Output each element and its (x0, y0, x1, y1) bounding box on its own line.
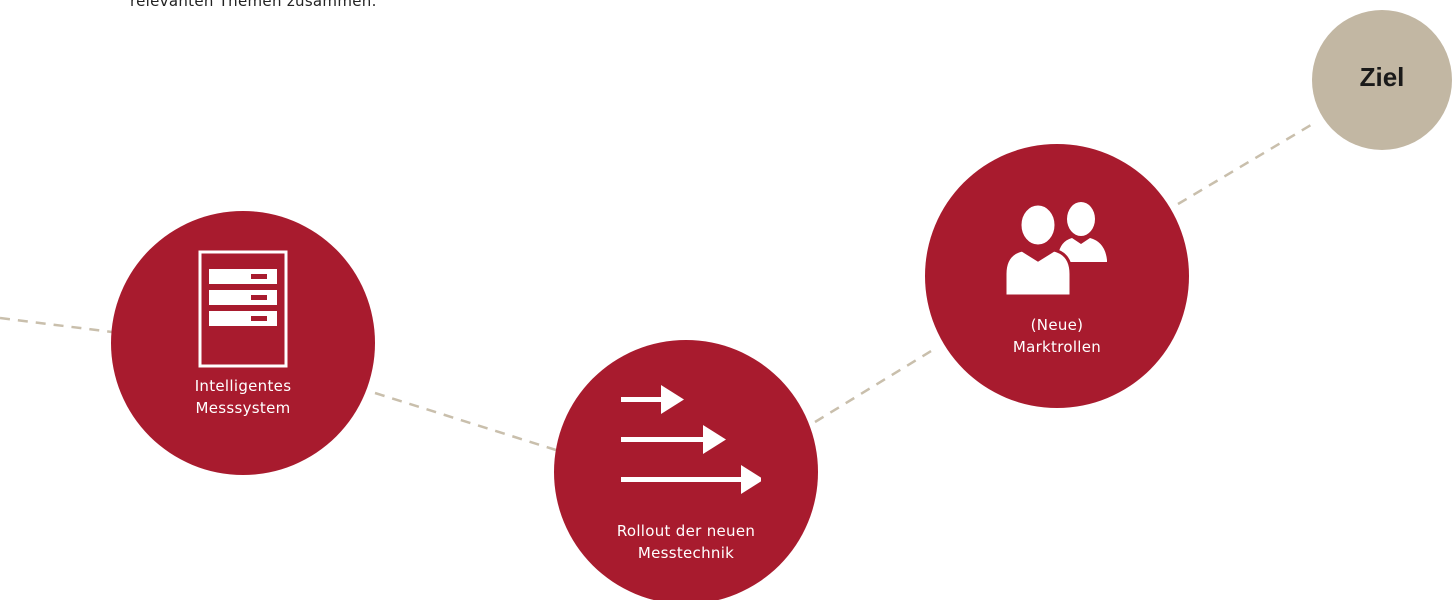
step-label-line2: Marktrollen (1012, 338, 1102, 356)
connector-1-2 (374, 391, 557, 452)
step-rollout-messtechnik: Rollout der neuen Messtechnik (554, 340, 818, 600)
step-neue-marktrollen: (Neue) Marktrollen (925, 144, 1189, 408)
intro-text: relevanten Themen zusammen. (130, 0, 377, 10)
arrows-right-icon (621, 385, 761, 494)
connector-2-3 (814, 346, 937, 424)
meter-cabinet-icon (198, 250, 288, 368)
step-label-line2: Messtechnik (637, 544, 735, 562)
goal-label: Ziel (1359, 61, 1405, 92)
connector-3-goal (1177, 120, 1317, 206)
step-label: Intelligentes Messsystem (195, 375, 292, 419)
connector-start (0, 316, 113, 334)
step-label: (Neue) Marktrollen (1013, 314, 1101, 358)
goal-circle: Ziel (1312, 10, 1452, 150)
step-intelligentes-messsystem: Intelligentes Messsystem (111, 211, 375, 475)
step-label-line2: Messsystem (195, 399, 291, 417)
step-label-line1: (Neue) (1030, 316, 1084, 334)
step-label-line1: Intelligentes (194, 377, 292, 395)
step-label: Rollout der neuen Messtechnik (617, 520, 755, 564)
step-label-line1: Rollout der neuen (616, 522, 756, 540)
people-icon (1003, 202, 1107, 298)
